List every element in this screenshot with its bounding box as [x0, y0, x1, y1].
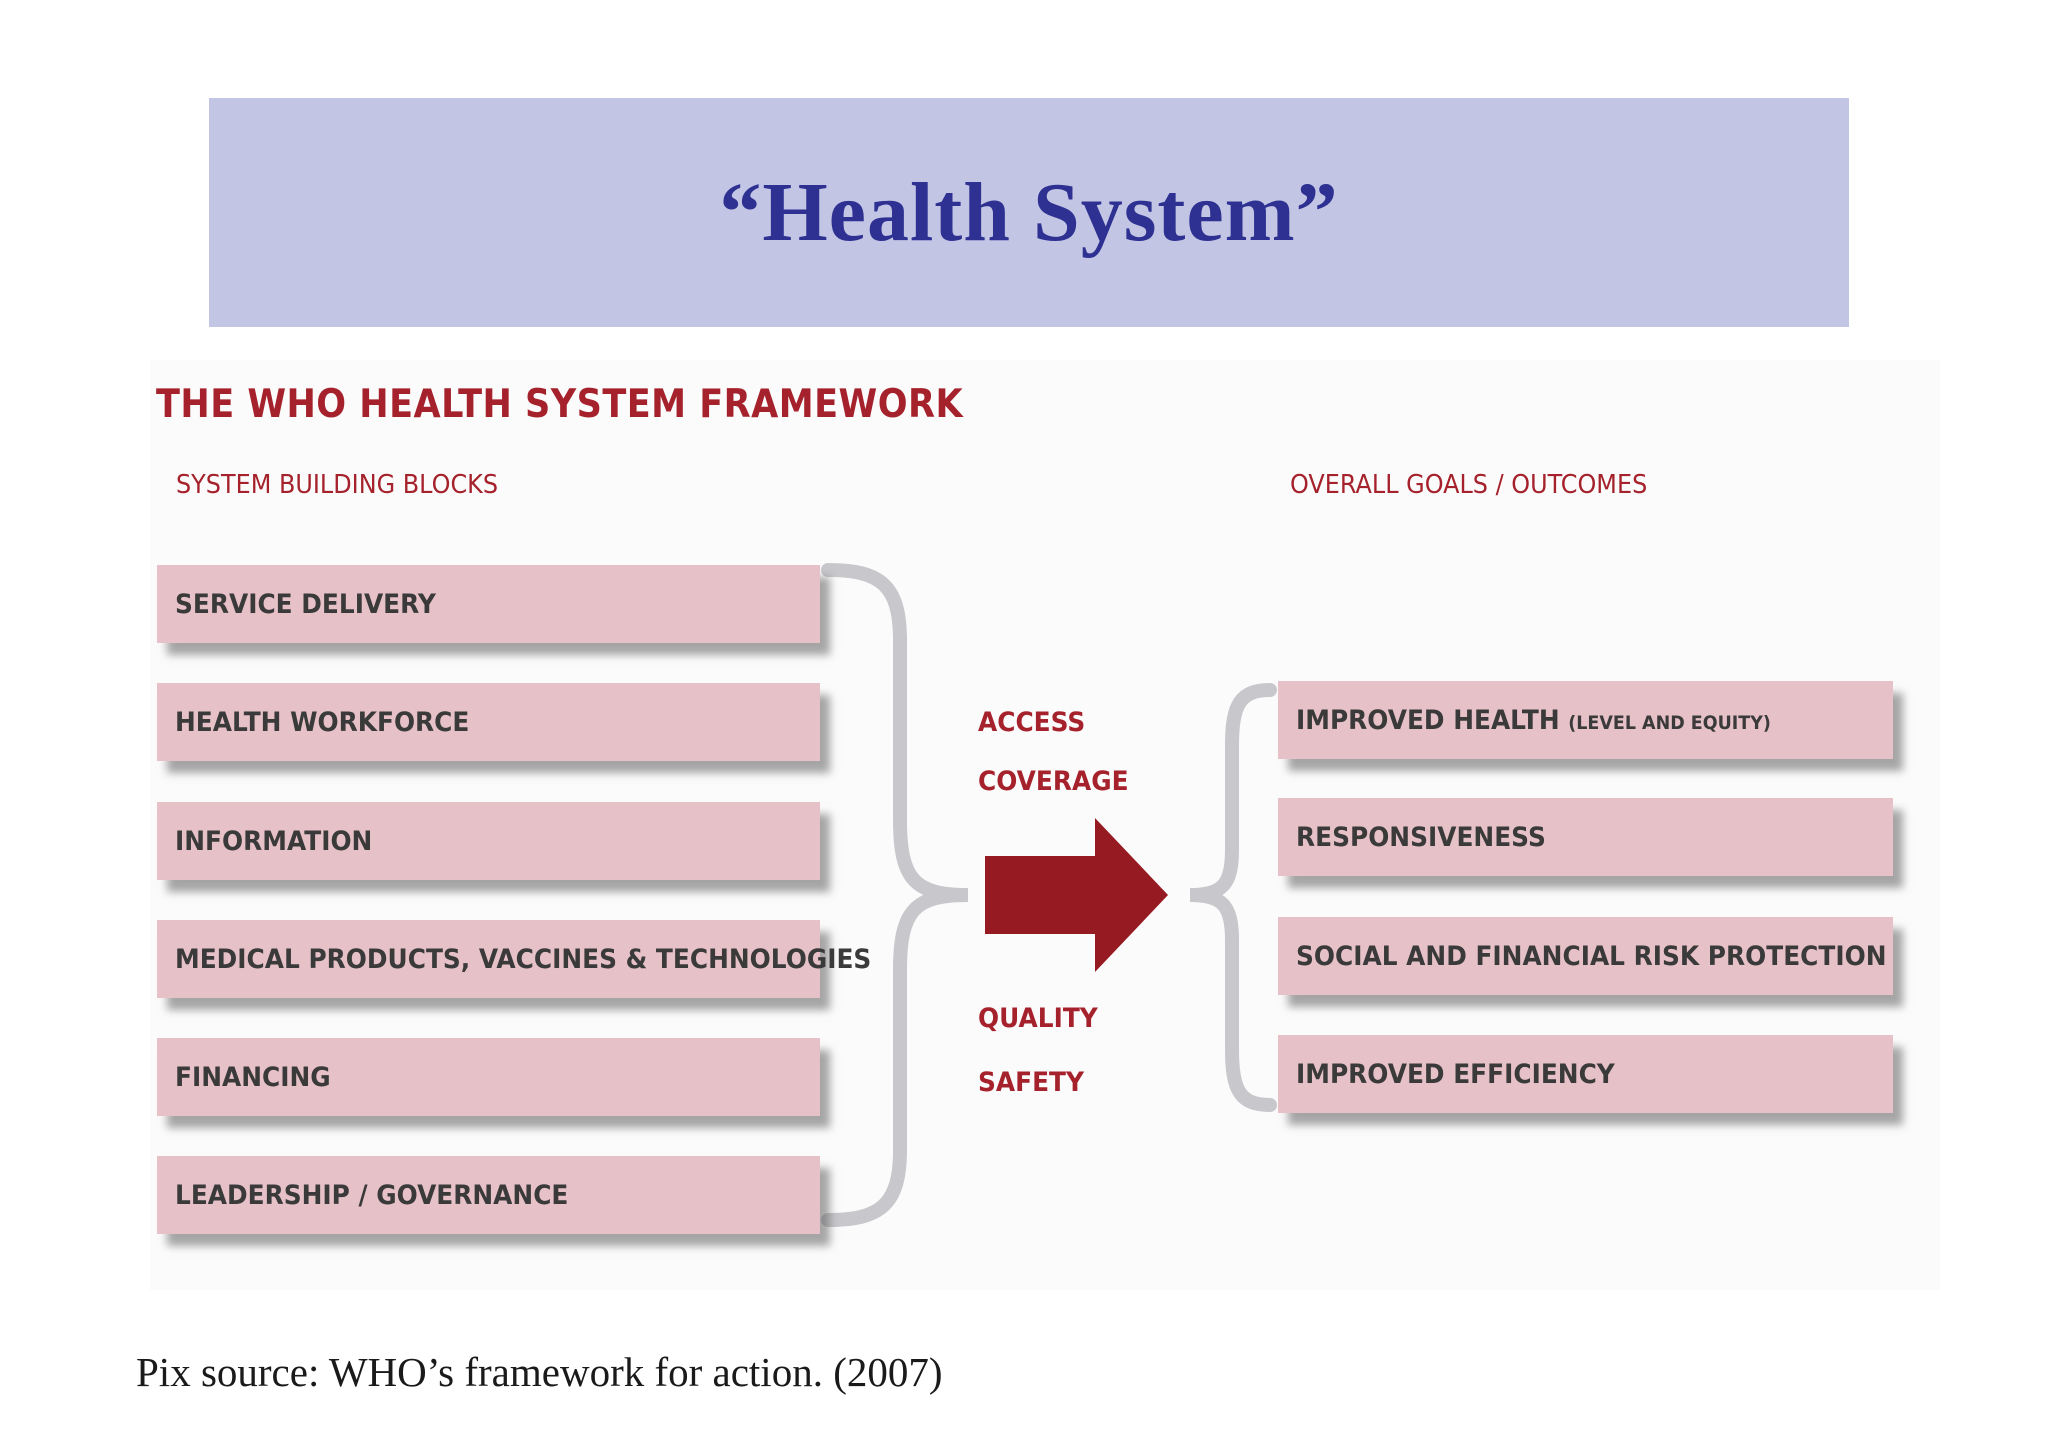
arrow-right-icon [985, 818, 1168, 972]
goal-improved-health: IMPROVED HEALTH (LEVEL AND EQUITY) [1278, 681, 1893, 759]
building-block-leadership: LEADERSHIP / GOVERNANCE [157, 1156, 820, 1234]
attribute-quality: QUALITY [978, 1003, 1098, 1034]
goal-responsiveness: RESPONSIVENESS [1278, 798, 1893, 876]
attribute-coverage: COVERAGE [978, 766, 1129, 797]
goals-header: OVERALL GOALS / OUTCOMES [1290, 470, 1648, 500]
framework-title: THE WHO HEALTH SYSTEM FRAMEWORK [156, 382, 964, 427]
goal-improved-efficiency: IMPROVED EFFICIENCY [1278, 1035, 1893, 1113]
source-caption: Pix source: WHO’s framework for action. … [136, 1349, 943, 1395]
attribute-access: ACCESS [978, 707, 1086, 738]
building-block-financing: FINANCING [157, 1038, 820, 1116]
building-block-health-workforce: HEALTH WORKFORCE [157, 683, 820, 761]
right-brace-icon [1189, 683, 1277, 1112]
goal-risk-protection: SOCIAL AND FINANCIAL RISK PROTECTION [1278, 917, 1893, 995]
attribute-safety: SAFETY [978, 1067, 1084, 1098]
title-band: “Health System” [209, 98, 1849, 327]
building-block-information: INFORMATION [157, 802, 820, 880]
left-brace-icon [821, 563, 969, 1227]
building-blocks-header: SYSTEM BUILDING BLOCKS [176, 470, 499, 500]
building-block-service-delivery: SERVICE DELIVERY [157, 565, 820, 643]
building-block-medical-products: MEDICAL PRODUCTS, VACCINES & TECHNOLOGIE… [157, 920, 871, 998]
slide-title: “Health System” [719, 166, 1339, 259]
